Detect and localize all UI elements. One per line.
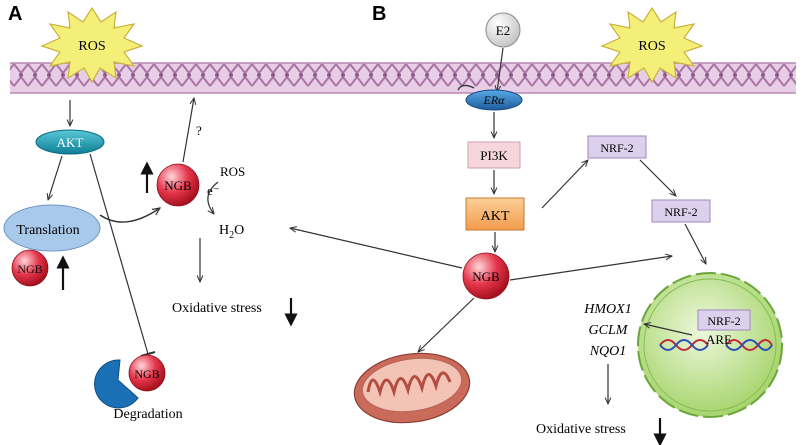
- nrf2-node-nucleus: NRF-2: [697, 309, 751, 331]
- nrf2-label-top: NRF-2: [600, 141, 633, 155]
- degradation-complex: NGB: [94, 354, 166, 409]
- cell-membrane: [10, 62, 796, 94]
- pi3k-node: PI3K: [467, 141, 521, 169]
- gene-list: HMOX1 GCLM NQO1: [583, 302, 631, 359]
- oxidative-stress-a: Oxidative stress: [172, 301, 262, 316]
- akt-node-a: AKT: [35, 129, 105, 155]
- gene-nqo1: NQO1: [589, 344, 627, 359]
- e2-label: E2: [496, 23, 510, 38]
- nucleus: [637, 272, 783, 418]
- ngb-label-b: NGB: [472, 269, 500, 284]
- akt-node-b: AKT: [465, 197, 525, 231]
- degradation-label: Degradation: [113, 407, 182, 422]
- ros-burst-right: ROS: [600, 6, 704, 84]
- ros-burst-left: ROS: [40, 6, 144, 84]
- gene-hmox1: HMOX1: [583, 302, 631, 317]
- ros-small-label: ROS: [220, 164, 245, 179]
- ros-label-left: ROS: [78, 39, 105, 54]
- ngb-center-a: NGB: [156, 163, 200, 207]
- ngb-label-translation: NGB: [17, 262, 42, 276]
- akt-label-a: AKT: [57, 135, 84, 150]
- oxidative-stress-b: Oxidative stress: [536, 422, 626, 437]
- ros-label-right: ROS: [638, 39, 665, 54]
- panel-a: AKT Translation NGB NGB ? ROS e⁻: [3, 98, 298, 422]
- dna-helix: [659, 339, 773, 351]
- question-mark: ?: [196, 123, 202, 138]
- translation-label: Translation: [16, 223, 79, 238]
- electron-label: e⁻: [207, 183, 220, 198]
- e2-node: E2: [485, 12, 521, 48]
- translation-node: Translation: [3, 204, 101, 252]
- ngb-label-center: NGB: [164, 178, 192, 193]
- er-alpha-label: ERα: [483, 93, 506, 107]
- panel-label-b: B: [372, 3, 386, 25]
- mitochondrion: [353, 352, 471, 424]
- ngb-label-degradation: NGB: [134, 367, 159, 381]
- ngb-node-b: NGB: [462, 252, 510, 300]
- panel-b: E2 ERα PI3K AKT NRF-2: [290, 12, 783, 445]
- er-alpha-node: ERα: [457, 84, 523, 111]
- akt-label-b: AKT: [481, 209, 510, 224]
- are-label: ARE: [706, 332, 732, 347]
- water-label: H2O: [219, 223, 244, 241]
- nrf2-node-top: NRF-2: [587, 135, 647, 159]
- nrf2-label-nucleus: NRF-2: [707, 314, 740, 328]
- nrf2-label-mid: NRF-2: [664, 205, 697, 219]
- panel-label-a: A: [8, 3, 22, 25]
- ngb-translation: NGB: [11, 249, 49, 287]
- pi3k-label: PI3K: [480, 148, 508, 163]
- gene-gclm: GCLM: [589, 323, 629, 338]
- nrf2-node-mid: NRF-2: [651, 199, 711, 223]
